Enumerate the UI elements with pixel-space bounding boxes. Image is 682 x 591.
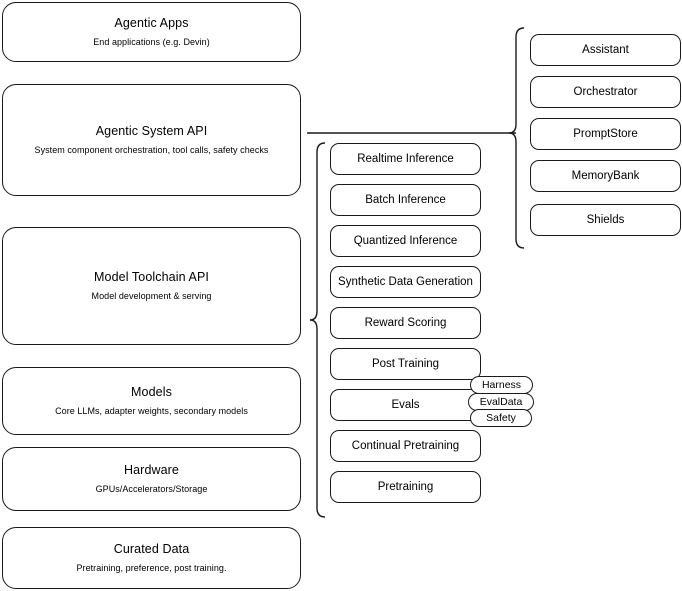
toolchain-label: Batch Inference — [365, 193, 446, 206]
system-label: MemoryBank — [571, 169, 640, 182]
system-label: Shields — [586, 213, 625, 226]
layer-box-agentic-apps[interactable]: Agentic Apps End applications (e.g. Devi… — [2, 2, 301, 62]
toolchain-box-post-training[interactable]: Post Training — [330, 348, 481, 380]
toolchain-label: Quantized Inference — [353, 234, 458, 247]
system-label: PromptStore — [573, 127, 638, 140]
system-box-promptstore[interactable]: PromptStore — [530, 118, 681, 150]
brace-toolchain-components — [309, 142, 326, 518]
layer-box-models[interactable]: Models Core LLMs, adapter weights, secon… — [2, 367, 301, 435]
toolchain-box-batch-inference[interactable]: Batch Inference — [330, 184, 481, 216]
layer-title: Agentic Apps — [114, 16, 189, 31]
layer-title: Curated Data — [113, 542, 190, 557]
layer-subtitle: System component orchestration, tool cal… — [34, 144, 269, 155]
toolchain-box-continual-pretraining[interactable]: Continual Pretraining — [330, 430, 481, 462]
toolchain-label: Realtime Inference — [357, 152, 454, 165]
toolchain-box-evals[interactable]: Evals — [330, 389, 481, 421]
layer-subtitle: Pretraining, preference, post training. — [76, 562, 227, 573]
evals-pill-safety[interactable]: Safety — [470, 409, 532, 427]
toolchain-label: Reward Scoring — [364, 316, 447, 329]
layer-subtitle: End applications (e.g. Devin) — [93, 36, 210, 47]
toolchain-label: Synthetic Data Generation — [338, 275, 473, 288]
layer-subtitle: Core LLMs, adapter weights, secondary mo… — [55, 405, 248, 416]
toolchain-label: Evals — [391, 398, 420, 411]
system-box-orchestrator[interactable]: Orchestrator — [530, 76, 681, 108]
toolchain-label: Pretraining — [377, 480, 434, 493]
layer-box-curated-data[interactable]: Curated Data Pretraining, preference, po… — [2, 527, 301, 589]
toolchain-box-reward-scoring[interactable]: Reward Scoring — [330, 307, 481, 339]
layer-subtitle: Model development & serving — [91, 290, 212, 301]
toolchain-box-realtime-inference[interactable]: Realtime Inference — [330, 143, 481, 175]
layer-title: Model Toolchain API — [94, 270, 209, 285]
evals-pill-harness[interactable]: Harness — [470, 376, 533, 394]
system-label: Orchestrator — [573, 85, 638, 98]
evals-pill-label: Safety — [486, 412, 516, 424]
system-box-memorybank[interactable]: MemoryBank — [530, 160, 681, 192]
layer-title: Hardware — [124, 463, 179, 478]
toolchain-label: Post Training — [371, 357, 440, 370]
layer-box-model-toolchain-api[interactable]: Model Toolchain API Model development & … — [2, 227, 301, 345]
brace-system-components — [508, 27, 525, 249]
evals-pill-label: EvalData — [479, 396, 523, 408]
layer-box-hardware[interactable]: Hardware GPUs/Accelerators/Storage — [2, 447, 301, 511]
layer-box-agentic-system-api[interactable]: Agentic System API System component orch… — [2, 84, 301, 196]
system-box-shields[interactable]: Shields — [530, 204, 681, 236]
layer-title: Models — [131, 385, 172, 400]
system-label: Assistant — [582, 43, 629, 56]
layer-subtitle: GPUs/Accelerators/Storage — [95, 483, 208, 494]
evals-pill-label: Harness — [481, 379, 522, 391]
toolchain-box-synthetic-data-generation[interactable]: Synthetic Data Generation — [330, 266, 481, 298]
layer-title: Agentic System API — [95, 124, 208, 139]
toolchain-box-pretraining[interactable]: Pretraining — [330, 471, 481, 503]
system-box-assistant[interactable]: Assistant — [530, 34, 681, 66]
toolchain-box-quantized-inference[interactable]: Quantized Inference — [330, 225, 481, 257]
toolchain-label: Continual Pretraining — [351, 439, 460, 452]
